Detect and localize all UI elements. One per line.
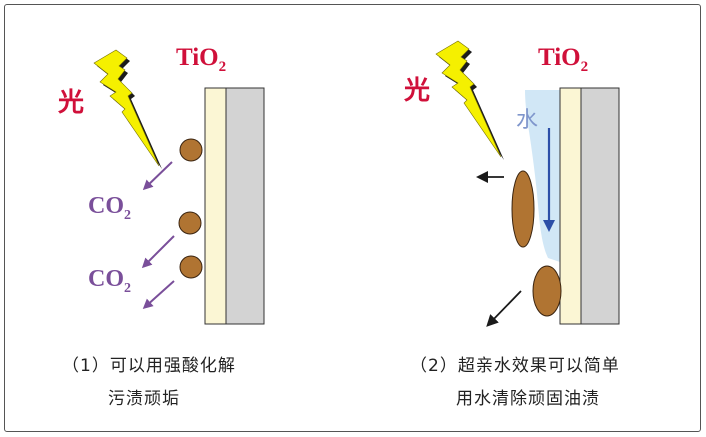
panel1 <box>93 49 265 325</box>
oil-stain <box>511 170 535 248</box>
tio2-text: TiO <box>538 44 581 71</box>
co2-subscript: 2 <box>124 207 131 223</box>
tio2-label: TiO2 <box>538 44 588 76</box>
lightning-bolt-icon <box>93 49 162 169</box>
tio2-coating-layer <box>204 87 227 325</box>
caption-panel2-line1: （2）超亲水效果可以简单 <box>410 356 620 376</box>
tio2-text: TiO <box>176 44 219 71</box>
tio2-subscript: 2 <box>580 59 589 75</box>
caption-panel1-line1: （1）可以用强酸化解 <box>62 356 236 376</box>
co2-label: CO2 <box>88 193 131 224</box>
light-label: 光 <box>404 76 431 106</box>
oil-stain <box>532 265 562 317</box>
co2-release-arrow <box>141 235 175 269</box>
caption-panel2-line2: 用水清除顽固油渍 <box>456 389 600 409</box>
water-label: 水 <box>516 108 539 133</box>
co2-subscript: 2 <box>124 280 131 296</box>
water-film <box>525 90 560 262</box>
dirt-particle <box>178 211 202 235</box>
co2-release-arrow <box>142 280 175 310</box>
tio2-coating-layer <box>559 87 582 325</box>
panel2 <box>435 40 620 327</box>
co2-release-arrow <box>142 161 173 191</box>
lightning-bolt-icon <box>435 40 504 160</box>
dirt-particle <box>179 255 203 279</box>
substrate <box>580 87 620 325</box>
co2-text: CO <box>88 266 124 292</box>
tio2-subscript: 2 <box>218 59 227 75</box>
light-label: 光 <box>58 88 85 118</box>
substrate <box>225 87 265 325</box>
removal-arrow <box>486 290 522 327</box>
dirt-particle <box>179 138 203 162</box>
co2-text: CO <box>88 193 124 219</box>
caption-panel1-line2: 污渍顽垢 <box>108 389 180 409</box>
tio2-label: TiO2 <box>176 44 226 76</box>
co2-label: CO2 <box>88 266 131 297</box>
